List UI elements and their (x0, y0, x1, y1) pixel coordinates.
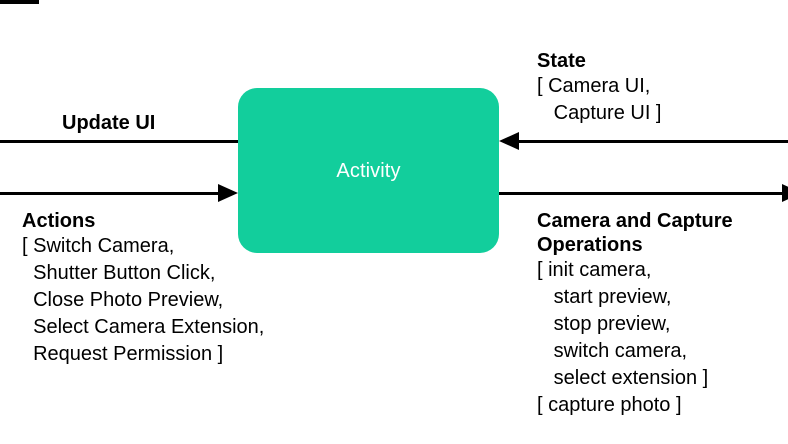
state-item: Capture UI ] (537, 102, 662, 124)
state-item: [ Camera UI, (537, 75, 651, 97)
camera-operations-item: switch camera, (537, 340, 688, 362)
camera-operations-heading-line2: Operations (537, 234, 643, 256)
top-edge-artifact (0, 0, 39, 4)
label-state: State [ Camera UI, Capture UI ] (537, 49, 662, 127)
actions-item: Select Camera Extension, (22, 316, 265, 338)
camera-operations-item: [ init camera, (537, 259, 652, 281)
arrowhead-actions-icon (218, 184, 238, 202)
state-heading: State (537, 50, 586, 72)
camera-operations-item: [ capture photo ] (537, 394, 682, 416)
activity-node-label: Activity (336, 159, 401, 182)
connector-camera-operations (497, 192, 788, 195)
connector-state (519, 140, 788, 143)
connector-update-ui (0, 140, 240, 143)
update-ui-heading: Update UI (62, 112, 156, 134)
camera-operations-heading-line1: Camera and Capture (537, 210, 733, 232)
actions-item: Request Permission ] (22, 343, 224, 365)
actions-item: Close Photo Preview, (22, 289, 224, 311)
camera-operations-item: select extension ] (537, 367, 709, 389)
camera-operations-item: stop preview, (537, 313, 671, 335)
label-camera-operations: Camera and Capture Operations [ init cam… (537, 209, 733, 419)
actions-item: Shutter Button Click, (22, 262, 216, 284)
camera-operations-item: start preview, (537, 286, 672, 308)
actions-heading: Actions (22, 210, 96, 232)
arrowhead-state-icon (499, 132, 519, 150)
activity-node[interactable]: Activity (238, 88, 499, 253)
actions-item: [ Switch Camera, (22, 235, 175, 257)
arrowhead-camera-operations-icon (782, 184, 788, 202)
connector-actions (0, 192, 222, 195)
label-update-ui: Update UI (62, 111, 155, 135)
label-actions: Actions [ Switch Camera, Shutter Button … (22, 209, 264, 368)
